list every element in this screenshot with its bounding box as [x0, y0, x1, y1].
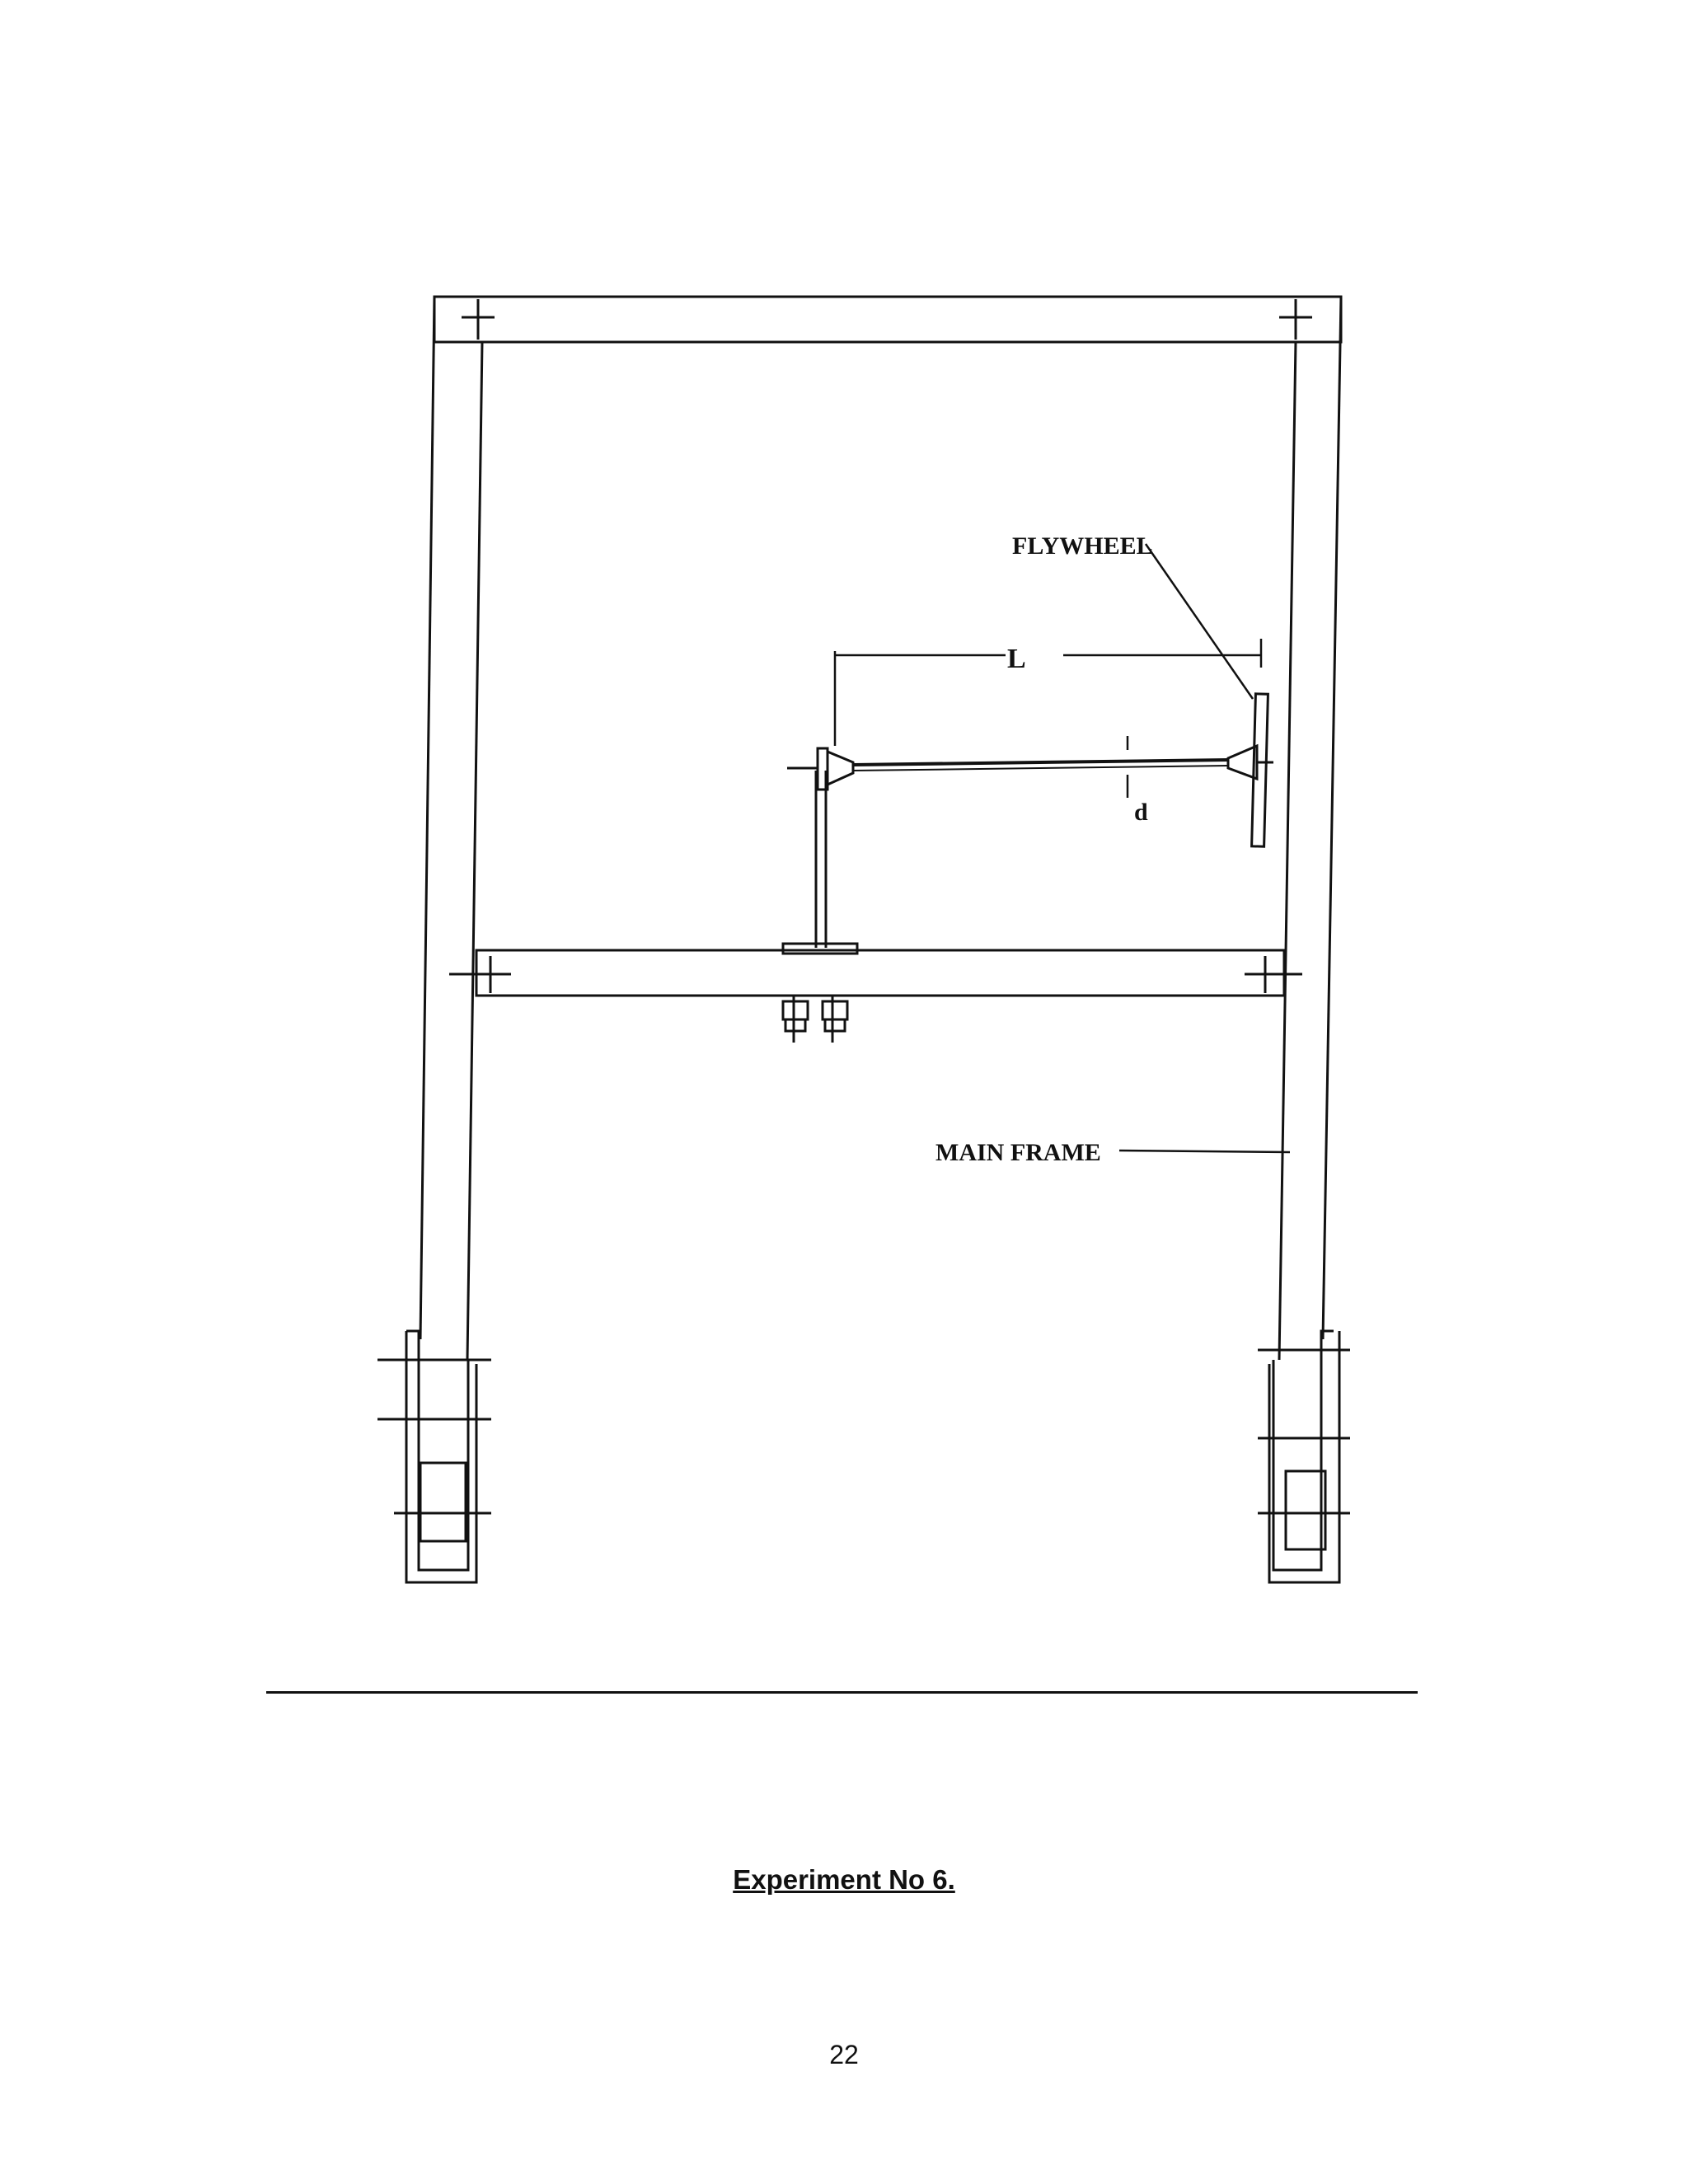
- test-shaft: [852, 758, 1229, 771]
- middle-beam: [449, 949, 1302, 997]
- page-number: 22: [829, 2040, 859, 2069]
- horizontal-rule: [266, 1691, 1418, 1694]
- diameter-label: d: [1134, 799, 1148, 826]
- main-frame-label: MAIN FRAME: [935, 1139, 1101, 1166]
- clamp-bolts: [781, 942, 859, 1043]
- top-beam: [433, 295, 1343, 344]
- experiment-caption: Experiment No 6.: [733, 1864, 955, 1895]
- right-foot: [1258, 1329, 1350, 1584]
- support-rod: [814, 771, 828, 948]
- left-post: [419, 296, 484, 1361]
- flywheel-leader: [1144, 543, 1254, 700]
- main-frame-leader: [1118, 1149, 1291, 1154]
- left-foot: [377, 1329, 491, 1584]
- length-label: L: [1007, 644, 1026, 674]
- flywheel-label: FLYWHEEL: [1012, 532, 1153, 560]
- dimension-l: [833, 639, 1263, 746]
- left-chuck: [787, 747, 855, 791]
- flywheel: [1226, 692, 1273, 848]
- right-post: [1278, 296, 1343, 1361]
- apparatus-diagram: FLYWHEEL L d MAIN FRAME: [377, 295, 1350, 1584]
